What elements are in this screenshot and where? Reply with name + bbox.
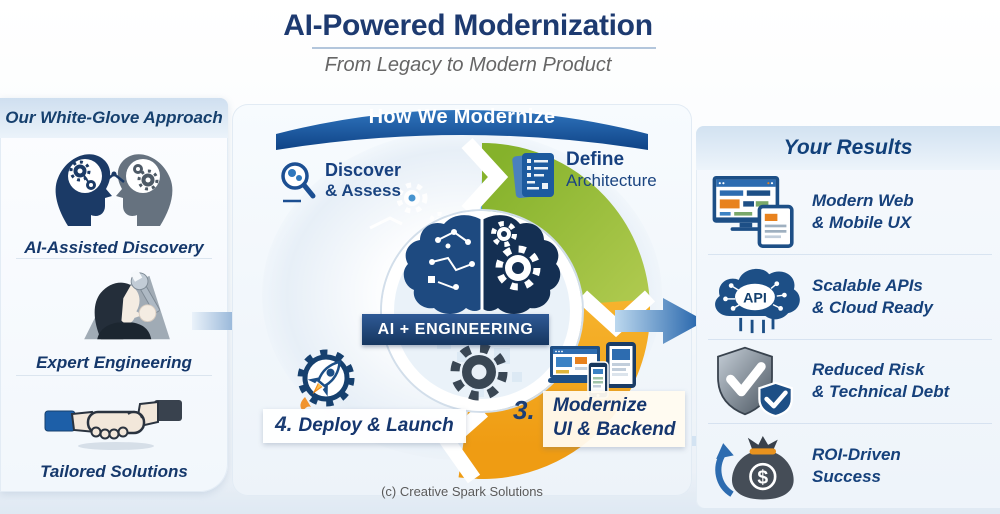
step-deploy-label: 4. Deploy & Launch [263,409,466,443]
divider [708,423,992,425]
step-label-line2: UI & Backend [553,418,676,440]
engineer-wrench-icon [48,261,180,348]
result-label-line1: Scalable APIs [812,275,923,295]
modernization-cycle-diagram [369,137,656,484]
chevron-top [461,137,509,217]
cycle-heading: How We Modernize [368,106,556,128]
ai-engineering-banner: AI + ENGINEERING [362,314,549,345]
page-subtitle: From Legacy to Modern Product [324,54,612,76]
left-item-solutions: Tailored Solutions [0,376,228,492]
api-cloud-icon: API [696,259,812,335]
magnifier-icon [279,160,317,209]
step-number: 3. [513,395,535,425]
footer-credit: (c) Creative Spark Solutions [381,484,543,499]
step-label-line2: Architecture [566,170,657,190]
step-modernize-label: Modernize UI & Backend [543,391,686,447]
money-bag-icon: $ [696,429,812,503]
result-item-reduced-risk: Reduced Risk & Technical Debt [696,340,1000,424]
step-label-line1: Discover [325,160,402,180]
step-label-line1: Modernize [553,395,647,416]
right-panel-body: Modern Web & Mobile UX [696,170,1000,508]
left-panel-heading-band: Our White-Glove Approach [0,98,228,138]
left-panel: Our White-Glove Approach [0,98,228,492]
result-item-roi: $ ROI-Driven Success [696,424,1000,508]
ai-brain-icon [403,215,561,314]
api-badge: API [743,290,767,306]
step-label-line1: Define [566,149,625,170]
left-item-ai-discovery: AI-Assisted Discovery [0,138,228,258]
divider [708,338,992,340]
flow-arrow-right [615,298,705,344]
page-title: AI-Powered Modernization [283,9,653,42]
result-label-line2: Success [812,467,881,487]
segment-define [480,143,651,323]
step-number: 4. [275,413,293,436]
dollar-symbol: $ [757,467,768,489]
result-label-line2: & Cloud Ready [812,297,933,317]
left-item-label: AI-Assisted Discovery [24,238,204,257]
right-panel-heading: Your Results [783,136,913,159]
title-underline [312,47,656,49]
divider [708,253,992,255]
result-label-line1: ROI-Driven [812,445,901,465]
step-discover-assess: Discover & Assess [279,160,401,209]
web-mobile-icon [696,175,812,248]
result-item-apis-cloud: API Scalable APIs & Cloud Ready [696,255,1000,339]
shield-check-icon [696,345,812,418]
rocket-gear-icon [293,347,359,418]
how-we-modernize-banner [276,110,648,150]
engineering-gear-icon [450,343,508,401]
handshake-icon [44,386,184,457]
left-item-engineering: Expert Engineering [0,259,228,375]
two-heads-gears-icon [38,138,190,233]
blueprint-icon [512,149,558,206]
result-label-line1: Modern Web [812,190,914,210]
step-label-line1: Deploy & Launch [298,415,454,436]
left-panel-body: AI-Assisted Discovery [0,138,228,492]
divider [16,375,212,376]
step-label-line2: & Assess [325,180,401,200]
result-item-web-mobile: Modern Web & Mobile UX [696,170,1000,254]
result-label-line2: & Technical Debt [812,382,950,402]
devices-icon [548,340,640,407]
divider [16,258,212,259]
right-panel-heading-band: Your Results [696,126,1000,170]
left-item-label: Expert Engineering [36,353,192,372]
step-define-architecture: Define Architecture [512,149,657,206]
result-label-line1: Reduced Risk [812,360,925,380]
left-item-label: Tailored Solutions [40,462,188,481]
right-panel: Your Results [696,126,1000,508]
result-label-line2: & Mobile UX [812,212,912,232]
left-panel-heading: Our White-Glove Approach [5,108,223,127]
ai-engineering-label: AI + ENGINEERING [377,320,534,338]
